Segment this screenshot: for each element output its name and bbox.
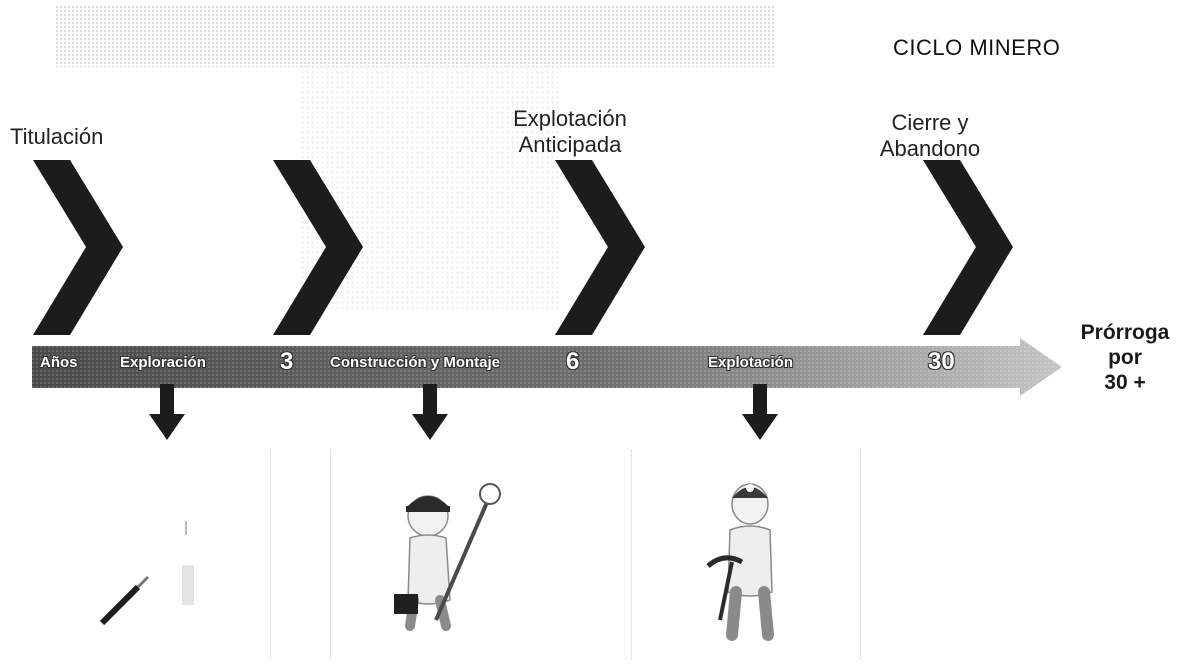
timeline-mark-6: 6 xyxy=(566,348,580,375)
picture-frame xyxy=(330,450,632,660)
picture-frame xyxy=(70,450,271,660)
chevron-icon xyxy=(273,160,363,335)
page-title: CICLO MINERO xyxy=(893,35,1061,60)
timeline-label-exploracion: Exploración xyxy=(120,354,206,371)
timeline-label-anos: Años xyxy=(40,354,78,371)
phase-cierre-abandono: Cierre y Abandono xyxy=(855,110,1005,162)
phase-explotacion-anticipada-line1: Explotación xyxy=(513,106,627,131)
prorroga-line2: por xyxy=(1108,346,1142,369)
prorroga-line1: Prórroga xyxy=(1080,321,1170,344)
down-arrow-icon xyxy=(149,384,185,440)
miner-figure-icon xyxy=(706,483,774,641)
chevron-icon xyxy=(555,160,645,335)
builder-figure-icon xyxy=(394,483,501,631)
phase-cierre-line1: Cierre y xyxy=(891,110,969,135)
prorroga-line3: 30 + xyxy=(1104,371,1146,394)
phase-explotacion-anticipada: Explotación Anticipada xyxy=(480,106,660,158)
chevron-icon xyxy=(33,160,123,335)
timeline-mark-3: 3 xyxy=(280,348,294,375)
phase-cierre-line2: Abandono xyxy=(879,136,981,161)
down-arrow-icon xyxy=(742,384,778,440)
timeline-label-construccion: Construcción y Montaje xyxy=(330,354,501,371)
drill-tool-icon xyxy=(99,521,194,626)
phase-explotacion-anticipada-line2: Anticipada xyxy=(518,132,622,157)
timeline-mark-30: 30 xyxy=(928,348,955,375)
prorroga-label: Prórroga por 30 + xyxy=(1070,320,1180,395)
timeline-arrow xyxy=(32,338,1062,396)
phase-titulacion: Titulación xyxy=(10,124,104,149)
chevron-icon xyxy=(923,160,1013,335)
header-noise xyxy=(55,5,775,67)
down-arrow-icon xyxy=(412,384,448,440)
timeline-label-explotacion: Explotación xyxy=(708,354,794,371)
picture-frame xyxy=(640,450,861,660)
